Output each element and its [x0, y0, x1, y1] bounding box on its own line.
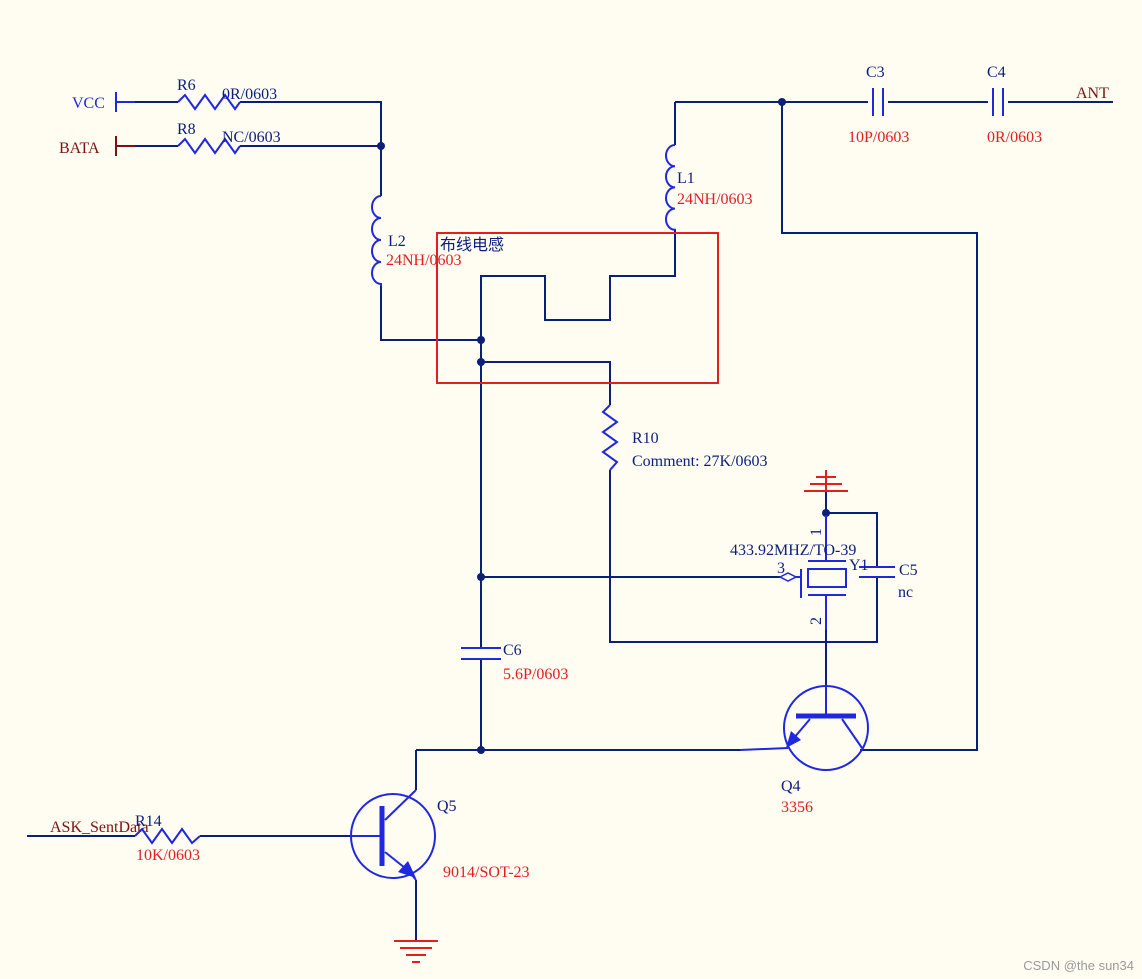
r10-value: Comment: 27K/0603 [632, 453, 768, 470]
l1-value: 24NH/0603 [677, 191, 753, 208]
c6-value: 5.6P/0603 [503, 666, 568, 683]
r14-ref: R14 [135, 813, 162, 830]
junction-dots [377, 98, 830, 754]
y1-pin1: 1 [808, 528, 825, 536]
q4-ref: Q4 [781, 778, 801, 795]
trace-inductor-annotation: 布线电感 [436, 232, 719, 384]
capacitor-c4: C4 0R/0603 [987, 64, 1042, 146]
q4-value: 3356 [781, 799, 813, 816]
r14-value: 10K/0603 [136, 847, 200, 864]
ask-label: ASK_SentData [50, 819, 149, 836]
y1-ref: Y1 [849, 557, 869, 574]
vcc-port: VCC [72, 92, 135, 112]
bata-label: BATA [59, 140, 100, 157]
y1-pin2: 2 [808, 617, 825, 625]
capacitor-c5: C5 nc [859, 562, 918, 601]
c6-ref: C6 [503, 642, 522, 659]
resonator-y1: 433.92MHZ/TO-39 Y1 3 1 2 [730, 515, 869, 630]
annotation-label: 布线电感 [440, 236, 504, 254]
c3-ref: C3 [866, 64, 885, 81]
c5-ref: C5 [899, 562, 918, 579]
c5-value: nc [898, 584, 913, 601]
r8-ref: R8 [177, 121, 196, 138]
capacitor-c6: C6 5.6P/0603 [461, 642, 568, 683]
l2-value: 24NH/0603 [386, 252, 462, 269]
inductor-l2: L2 24NH/0603 [371, 195, 462, 286]
ground-symbol-top [804, 470, 848, 492]
r8-value: NC/0603 [222, 129, 281, 146]
transistor-q5: Q5 9014/SOT-23 [350, 789, 530, 881]
c4-ref: C4 [987, 64, 1006, 81]
l2-ref: L2 [388, 233, 406, 250]
watermark: CSDN @the sun34 [1023, 958, 1134, 973]
ground-symbol-bottom [394, 940, 438, 963]
y1-value: 433.92MHZ/TO-39 [730, 542, 856, 559]
resistor-r14: R14 10K/0603 [134, 813, 201, 864]
y1-pin3: 3 [777, 560, 785, 577]
vcc-label: VCC [72, 95, 105, 112]
c4-value: 0R/0603 [987, 129, 1042, 146]
c3-value: 10P/0603 [848, 129, 909, 146]
ant-label: ANT [1076, 85, 1109, 102]
r6-ref: R6 [177, 77, 196, 94]
wires [27, 101, 1113, 940]
inductor-l1: L1 24NH/0603 [665, 144, 753, 231]
r10-ref: R10 [632, 430, 659, 447]
resistor-r8: R8 NC/0603 [177, 121, 281, 155]
resistor-r10: R10 Comment: 27K/0603 [601, 404, 768, 471]
resistor-r6: R6 0R/0603 [177, 77, 277, 111]
ant-port: ANT [1076, 85, 1109, 102]
r6-value: 0R/0603 [222, 86, 277, 103]
transistor-q4: Q4 3356 [739, 685, 869, 816]
capacitor-c3: C3 10P/0603 [848, 64, 909, 146]
q5-ref: Q5 [437, 798, 457, 815]
ask-port: ASK_SentData [50, 819, 149, 836]
q5-value: 9014/SOT-23 [443, 864, 530, 881]
bata-port: BATA [59, 136, 135, 157]
l1-ref: L1 [677, 170, 695, 187]
